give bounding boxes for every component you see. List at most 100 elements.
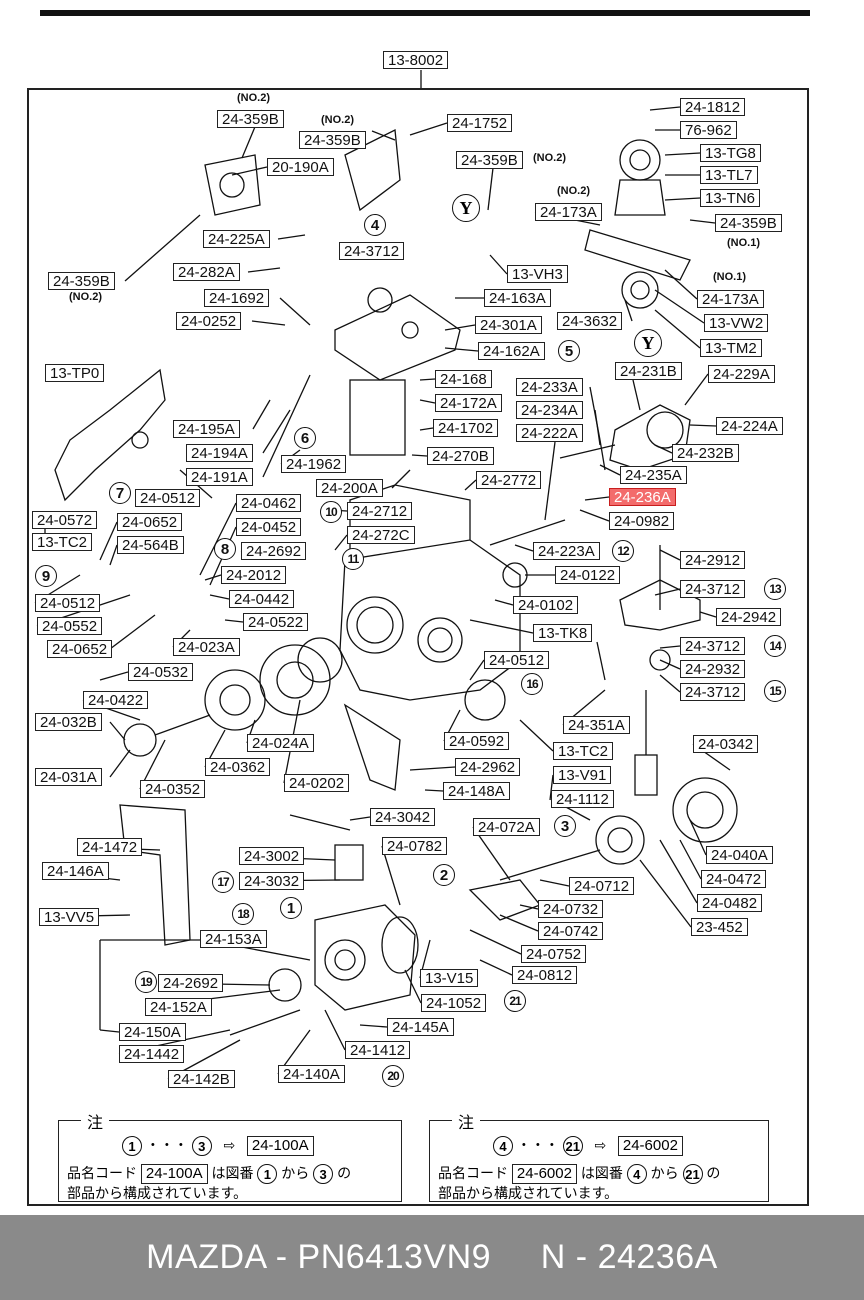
part-label: 24-200A [316,479,383,497]
part-label: 24-031A [35,768,102,786]
note-no: の [337,1165,352,1181]
y-marker: Y [452,194,480,222]
part-label: 24-1442 [119,1045,185,1063]
callout-circle: 17 [212,871,234,893]
part-label: 24-2772 [476,471,542,489]
note-circle-to: 3 [313,1164,334,1185]
callout-circle: 15 [764,680,786,702]
part-label: 24-0472 [701,870,767,888]
part-label: 24-0712 [569,877,635,895]
part-label: 24-3632 [557,312,623,330]
part-label: 24-222A [516,424,583,442]
part-label: 24-0752 [521,945,587,963]
part-label: 24-0552 [37,617,103,635]
part-label: 24-0482 [697,894,763,912]
callout-circle: 6 [294,427,316,449]
part-label: 24-3712 [339,242,405,260]
part-label: 23-452 [691,918,748,936]
part-label: 13-TM2 [700,339,762,357]
note-dots: ・・・ [145,1137,188,1153]
part-label: 13-TG8 [700,144,761,162]
part-label: 24-0512 [35,594,101,612]
footer-sep: - [275,1238,288,1276]
note-desc-line: 品名コード 24-100A は図番 1 から 3 の [67,1163,352,1185]
part-label: 24-2712 [347,502,413,520]
part-label: 24-0592 [444,732,510,750]
part-label: 24-0452 [236,518,302,536]
part-label: 24-142B [168,1070,235,1088]
part-label: 24-0812 [512,966,578,984]
part-label: 24-235A [620,466,687,484]
part-label: 24-282A [173,263,240,281]
part-label: 24-0252 [176,312,242,330]
note-part-code: 24-100A [246,1136,314,1157]
note-mid: は図番 [580,1165,623,1181]
part-label: 24-225A [203,230,270,248]
part-label: 24-2942 [716,608,782,626]
part-label: 24-359B [48,272,115,290]
note-range-line: 4 ・・・ 21 ⇨ 24-6002 [493,1135,683,1157]
part-label: 24-1702 [433,419,499,437]
note-line3: 部品から構成されています。 [438,1185,619,1201]
note-prefix: 品名コード [67,1165,137,1181]
callout-circle: 4 [364,214,386,236]
note-no: の [706,1165,721,1181]
part-label: 24-351A [563,716,630,734]
callout-circle: 13 [764,578,786,600]
part-label: 13-VH3 [507,265,568,283]
part-label: 24-2012 [221,566,287,584]
callout-circle: 5 [558,340,580,362]
part-label: 24-359B [217,110,284,128]
note-prefix: 品名コード [438,1165,508,1181]
variant-note: (NO.2) [557,185,590,197]
note-title: 注 [81,1109,110,1133]
part-label: 24-148A [443,782,510,800]
part-label: 24-162A [478,342,545,360]
y-marker: Y [634,329,662,357]
note-circle-from: 4 [626,1164,647,1185]
callout-circle: 9 [35,565,57,587]
callout-circle: 21 [504,990,526,1012]
footer-sep2: - [575,1238,588,1276]
part-label: 13-V91 [553,766,612,784]
variant-note: (NO.2) [69,291,102,303]
part-label: 24-0352 [140,780,206,798]
note-circle-from: 1 [122,1136,142,1157]
part-label: 24-150A [119,1023,186,1041]
callout-circle: 11 [342,548,364,570]
part-label: 24-153A [200,930,267,948]
part-label: 24-232B [672,444,739,462]
footer-part-code: 24236A [597,1238,718,1276]
part-label: 13-TL7 [700,166,758,184]
part-label: 24-0422 [83,691,149,709]
part-label: 24-1472 [77,838,143,856]
part-label: 24-023A [173,638,240,656]
part-label: 24-024A [247,734,314,752]
part-label: 24-2692 [158,974,224,992]
callout-circle: 3 [554,815,576,837]
part-label: 13-TP0 [45,364,105,382]
part-label: 24-191A [186,468,253,486]
part-label: 24-359B [299,131,366,149]
note-part-code: 24-6002 [511,1164,577,1185]
part-label: 24-0522 [243,613,309,631]
part-label: 24-1752 [447,114,513,132]
part-label: 24-3712 [680,637,746,655]
part-label: 24-1962 [281,455,347,473]
note-box-left: 注 1 ・・・ 3 ⇨ 24-100A 品名コード 24-100A は図番 1 … [58,1109,402,1202]
part-label: 24-0732 [538,900,604,918]
part-label: 24-233A [516,378,583,396]
note-title: 注 [452,1109,481,1133]
callout-circle: 19 [135,971,157,993]
part-label: 24-0742 [538,922,604,940]
part-label: 24-194A [186,444,253,462]
part-label: 24-0652 [47,640,113,658]
footer-banner: MAZDA - PN6413VN9 N - 24236A [0,1215,864,1300]
note-circle-to: 3 [191,1136,212,1157]
note-box-right: 注 4 ・・・ 21 ⇨ 24-6002 品名コード 24-6002 は図番 4… [429,1109,769,1202]
note-kara: から [281,1165,310,1181]
part-label: 13-TC2 [553,742,614,760]
part-label: 13-TK8 [533,624,593,642]
callout-circle: 14 [764,635,786,657]
callout-circle: 20 [382,1065,404,1087]
